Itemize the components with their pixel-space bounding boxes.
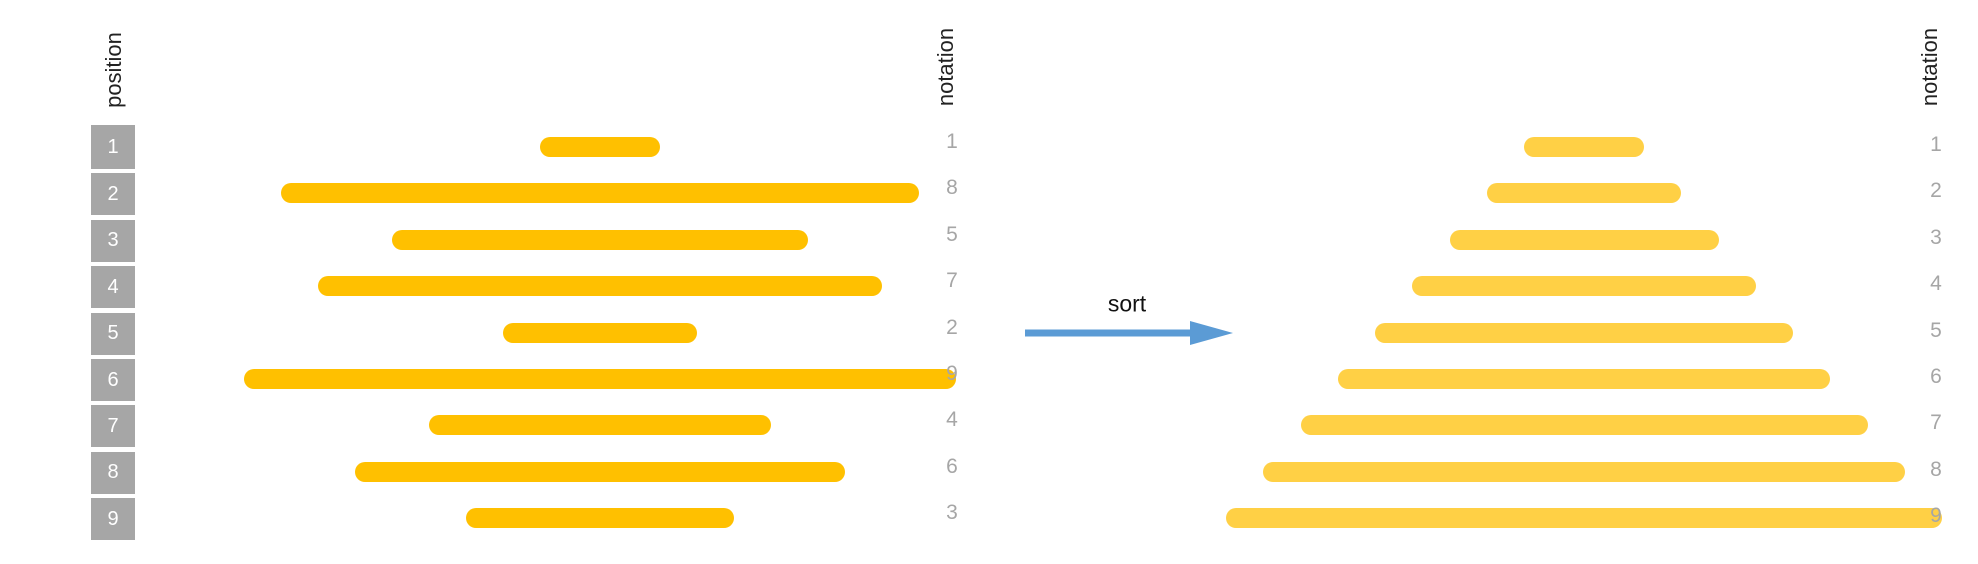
position-cell: 5: [91, 310, 135, 355]
bar: [1263, 461, 1905, 482]
position-cell: 8: [91, 449, 135, 494]
notation-value: 1: [1930, 133, 1942, 156]
bar: [1449, 229, 1719, 250]
position-cell: 7: [91, 403, 135, 448]
notation-value: 5: [1930, 318, 1942, 342]
notation-value: 7: [1930, 411, 1942, 435]
bar: [281, 183, 919, 204]
bar: [503, 322, 697, 343]
bar: [1300, 415, 1868, 436]
bar: [392, 229, 808, 250]
bar: [1226, 508, 1942, 529]
bar: [466, 508, 734, 529]
notation-value: 5: [946, 222, 958, 246]
notation-value: 2: [946, 315, 958, 339]
notation-value: 2: [1930, 179, 1942, 203]
bar: [318, 276, 882, 297]
bar: [1524, 137, 1644, 157]
notation-value: 8: [946, 176, 958, 200]
position-cell: 6: [91, 357, 135, 401]
bar: [1412, 276, 1756, 297]
bar: [1337, 369, 1831, 389]
notation-value: 1: [946, 130, 958, 153]
notation-value: 9: [1930, 504, 1942, 528]
notation-value: 3: [1930, 225, 1942, 249]
notation-value: 4: [946, 408, 958, 432]
bar: [1486, 183, 1682, 204]
bar: [1375, 322, 1793, 343]
position-cell: 2: [91, 171, 135, 216]
notation-value: 3: [946, 501, 958, 525]
sort-label: sort: [1107, 290, 1147, 317]
bar: [244, 369, 956, 389]
notation-value: 6: [1930, 365, 1942, 388]
notation-value: 4: [1930, 272, 1942, 296]
notation-value: 9: [946, 362, 958, 385]
position-cell: 4: [91, 264, 135, 309]
position-cell: 3: [91, 217, 135, 262]
bar: [355, 461, 845, 482]
bar: [540, 137, 660, 157]
notation-value: 7: [946, 269, 958, 293]
position-cell: 9: [91, 496, 135, 541]
sort-arrow-head: [1190, 321, 1233, 345]
notation-value: 8: [1930, 457, 1942, 481]
bar: [429, 415, 771, 436]
notation-value: 6: [946, 454, 958, 478]
position-cell: 1: [91, 125, 135, 169]
